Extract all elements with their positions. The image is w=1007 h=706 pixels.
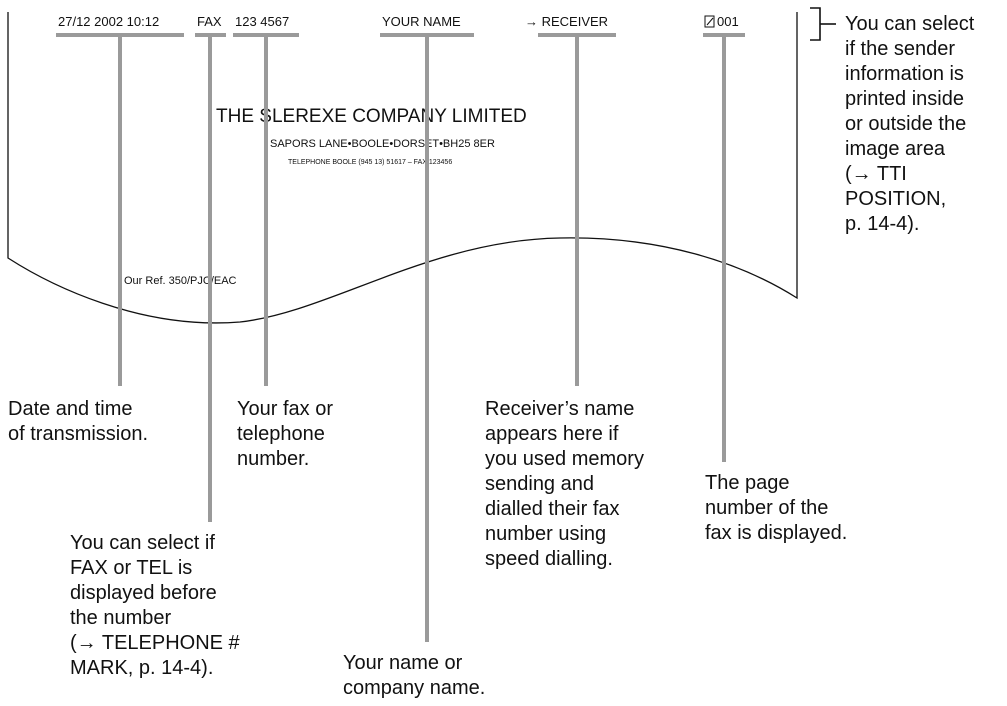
header-receiver: → RECEIVER xyxy=(525,14,608,29)
header-datetime: 27/12 2002 10:12 xyxy=(58,14,159,29)
leader-lines xyxy=(118,35,726,642)
document-reference: Our Ref. 350/PJC/EAC xyxy=(124,275,237,287)
header-fax-number: 123 4567 xyxy=(235,14,289,29)
header-underlines xyxy=(56,33,745,37)
company-address: SAPORS LANE•BOOLE•DORSET•BH25 8ER xyxy=(270,138,495,150)
callout-receiver: Receiver’s name appears here if you used… xyxy=(485,398,644,570)
callout-tti-position: You can select if the sender information… xyxy=(845,13,975,235)
page-icon xyxy=(704,15,715,28)
callout-your-name: Your name or company name. xyxy=(343,652,486,699)
callout-date-time: Date and time of transmission. xyxy=(8,398,149,445)
paper-outline xyxy=(7,12,798,324)
tti-bracket xyxy=(810,7,836,41)
company-name: THE SLEREXE COMPANY LIMITED xyxy=(216,106,527,127)
company-telephone: TELEPHONE BOOLE (945 13) 51617 – FAX 123… xyxy=(288,159,452,166)
header-fax-mark: FAX xyxy=(197,14,222,29)
header-page-number: 001 xyxy=(717,14,739,29)
callout-fax-number: Your fax or telephone number. xyxy=(237,398,333,470)
callout-fax-tel-mark: You can select if FAX or TEL is displaye… xyxy=(70,532,240,679)
callout-page-number: The page number of the fax is displayed. xyxy=(705,472,848,544)
header-your-name: YOUR NAME xyxy=(382,14,461,29)
